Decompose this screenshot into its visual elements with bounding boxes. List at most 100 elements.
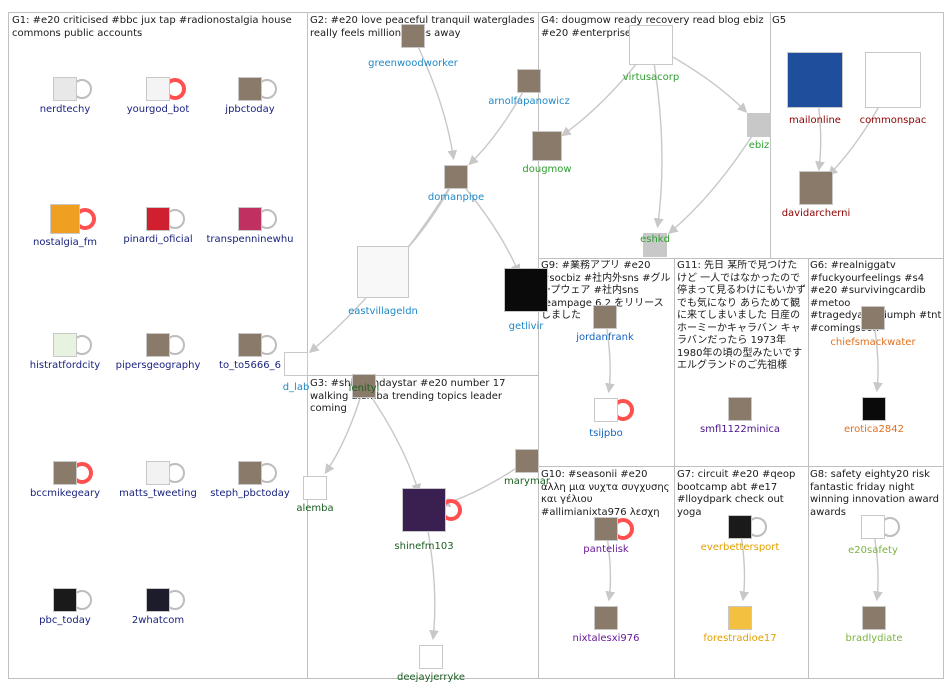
edge-ebiz-to-eshkd	[668, 124, 760, 235]
group-title-g7: G7: circuit #e20 #qeop bootcamp abt #e17…	[677, 469, 796, 518]
round-logo-icon[interactable]	[146, 588, 170, 612]
cartoon-avatar-icon[interactable]	[146, 77, 170, 101]
envelope-icon[interactable]	[419, 645, 443, 669]
node-label-eastvillageldn[interactable]: eastvillageldn	[348, 306, 418, 317]
photo-avatar-icon[interactable]	[146, 333, 170, 357]
radio-tower-logo-icon[interactable]	[728, 606, 752, 630]
letter-g-logo-icon[interactable]	[504, 268, 548, 312]
house-logo-icon[interactable]	[146, 207, 170, 231]
node-label-2whatcom[interactable]: 2whatcom	[131, 615, 185, 626]
node-label-arnolfapanowicz[interactable]: arnolfapanowicz	[488, 96, 570, 107]
edge-virtusacorp-to-eshkd	[650, 44, 664, 229]
node-label-bradlydiate[interactable]: bradlydiate	[845, 633, 903, 644]
node-label-pinardi_oficial[interactable]: pinardi_oficial	[123, 234, 193, 245]
node-label-pantelisk[interactable]: pantelisk	[583, 544, 629, 555]
node-label-jpbctoday[interactable]: jpbctoday	[225, 104, 275, 115]
nerdtechy-logo-icon[interactable]	[53, 77, 77, 101]
sketch-avatar-icon[interactable]	[146, 461, 170, 485]
node-label-mailonline[interactable]: mailonline	[789, 115, 841, 126]
group-box-g11	[808, 466, 944, 679]
photo-avatar-icon[interactable]	[444, 165, 468, 189]
photo-avatar-icon[interactable]	[401, 24, 425, 48]
mailonline-logo-icon[interactable]	[787, 52, 843, 108]
radio-logo-icon[interactable]	[50, 204, 80, 234]
node-label-pbc_today[interactable]: pbc_today	[39, 615, 91, 626]
node-label-jordanfrank[interactable]: jordanfrank	[576, 332, 634, 343]
node-label-histratfordcity[interactable]: histratfordcity	[29, 360, 101, 371]
group-title-g10: G10: #seasonii #e20 αλλη μια νυχτα συγχυ…	[541, 469, 670, 518]
portcullis-logo-icon[interactable]	[865, 52, 921, 108]
photo-avatar-icon[interactable]	[862, 606, 886, 630]
virtusa-logo-icon[interactable]	[629, 25, 673, 65]
blue-cube-logo-icon[interactable]	[594, 398, 618, 422]
node-label-nerdtechy[interactable]: nerdtechy	[39, 104, 91, 115]
dark-avatar-icon[interactable]	[862, 397, 886, 421]
node-label-e20safety[interactable]: e20safety	[848, 545, 898, 556]
photo-avatar-icon[interactable]	[594, 517, 618, 541]
default-user-icon[interactable]	[643, 233, 667, 257]
node-label-d_lab[interactable]: d_lab	[282, 382, 310, 393]
photo-avatar-icon[interactable]	[594, 606, 618, 630]
node-label-yourgod_bot[interactable]: yourgod_bot	[126, 104, 190, 115]
node-label-pipersgeography[interactable]: pipersgeography	[115, 360, 201, 371]
edge-arnolfapanowicz-to-domanpipe	[468, 80, 530, 166]
photo-avatar-icon[interactable]	[238, 461, 262, 485]
photo-avatar-icon[interactable]	[728, 397, 752, 421]
node-label-forestradioe17[interactable]: forestradioe17	[703, 633, 777, 644]
node-label-domanpipe[interactable]: domanpipe	[427, 192, 485, 203]
pattern-logo-icon[interactable]	[238, 207, 262, 231]
node-label-chiefsmackwater[interactable]: chiefsmackwater	[830, 337, 916, 348]
default-user-icon[interactable]	[747, 113, 771, 137]
node-label-tsijpbo[interactable]: tsijpbo	[589, 428, 623, 439]
node-label-erotica2842[interactable]: erotica2842	[844, 424, 904, 435]
group-title-g1: G1: #e20 criticised #bbc jux tap #radion…	[12, 15, 292, 39]
node-label-virtusacorp[interactable]: virtusacorp	[622, 72, 680, 83]
node-label-smfl1122minica[interactable]: smfl1122minica	[700, 424, 780, 435]
photo-avatar-icon[interactable]	[238, 77, 262, 101]
edge-lenityl-to-shinefm103	[363, 385, 421, 494]
node-label-dougmow[interactable]: dougmow	[522, 164, 572, 175]
node-label-bccmikegeary[interactable]: bccmikegeary	[29, 488, 101, 499]
group-box-g5	[770, 12, 944, 259]
node-label-marymar[interactable]: marymar	[504, 476, 550, 487]
node-label-nixtalesxi976[interactable]: nixtalesxi976	[572, 633, 640, 644]
edge-greenwoodworker-to-domanpipe	[412, 35, 458, 161]
sport-logo-icon[interactable]	[728, 515, 752, 539]
e20-logo-icon[interactable]	[861, 515, 885, 539]
photo-avatar-icon[interactable]	[515, 449, 539, 473]
photo-avatar-icon[interactable]	[532, 131, 562, 161]
pbctoday-logo-icon[interactable]	[53, 588, 77, 612]
node-label-deejayjerryke[interactable]: deejayjerryke	[397, 672, 465, 683]
group-title-g3: G3: #shinefmdaystar #e20 number 17 walki…	[310, 378, 506, 414]
node-label-alemba[interactable]: alemba	[296, 503, 334, 514]
shinefm-logo-icon[interactable]	[402, 488, 446, 532]
node-label-nostalgia_fm[interactable]: nostalgia_fm	[32, 237, 98, 248]
node-label-lenityl[interactable]: lenityl	[348, 383, 380, 394]
node-label-commonspac[interactable]: commonspac	[859, 115, 927, 126]
node-label-steph_pbctoday[interactable]: steph_pbctoday	[210, 488, 290, 499]
node-label-greenwoodworker[interactable]: greenwoodworker	[368, 58, 458, 69]
photo-avatar-icon[interactable]	[352, 374, 376, 398]
node-label-shinefm103[interactable]: shinefm103	[394, 541, 454, 552]
group-title-g4: G4: dougmow ready recovery read blog ebi…	[541, 15, 764, 39]
group-title-g8: G8: safety eighty20 risk fantastic frida…	[810, 469, 939, 518]
node-label-everbettersport[interactable]: everbettersport	[700, 542, 780, 553]
node-label-transpenninewhu[interactable]: transpenninewhu	[206, 234, 294, 245]
node-label-ebiz[interactable]: ebiz	[748, 140, 770, 151]
photo-avatar-icon[interactable]	[517, 69, 541, 93]
network-logo-icon[interactable]	[284, 352, 308, 376]
photo-avatar-icon[interactable]	[593, 305, 617, 329]
photo-avatar-icon[interactable]	[238, 333, 262, 357]
node-label-getlivir[interactable]: getlivir	[508, 321, 544, 332]
alemba-logo-icon[interactable]	[303, 476, 327, 500]
group-title-g2: G2: #e20 love peaceful tranquil watergla…	[310, 15, 535, 39]
photo-avatar-icon[interactable]	[799, 171, 833, 205]
node-label-davidarcherni[interactable]: davidarcherni	[781, 208, 851, 219]
node-label-to_to5666_6[interactable]: to_to5666_6	[219, 360, 281, 371]
node-label-eshkd[interactable]: eshkd	[640, 234, 670, 245]
eastvillage-logo-icon[interactable]	[357, 246, 409, 298]
photo-avatar-icon[interactable]	[861, 306, 885, 330]
photo-avatar-icon[interactable]	[53, 461, 77, 485]
node-label-matts_tweeting[interactable]: matts_tweeting	[119, 488, 197, 499]
hotel-logo-icon[interactable]	[53, 333, 77, 357]
